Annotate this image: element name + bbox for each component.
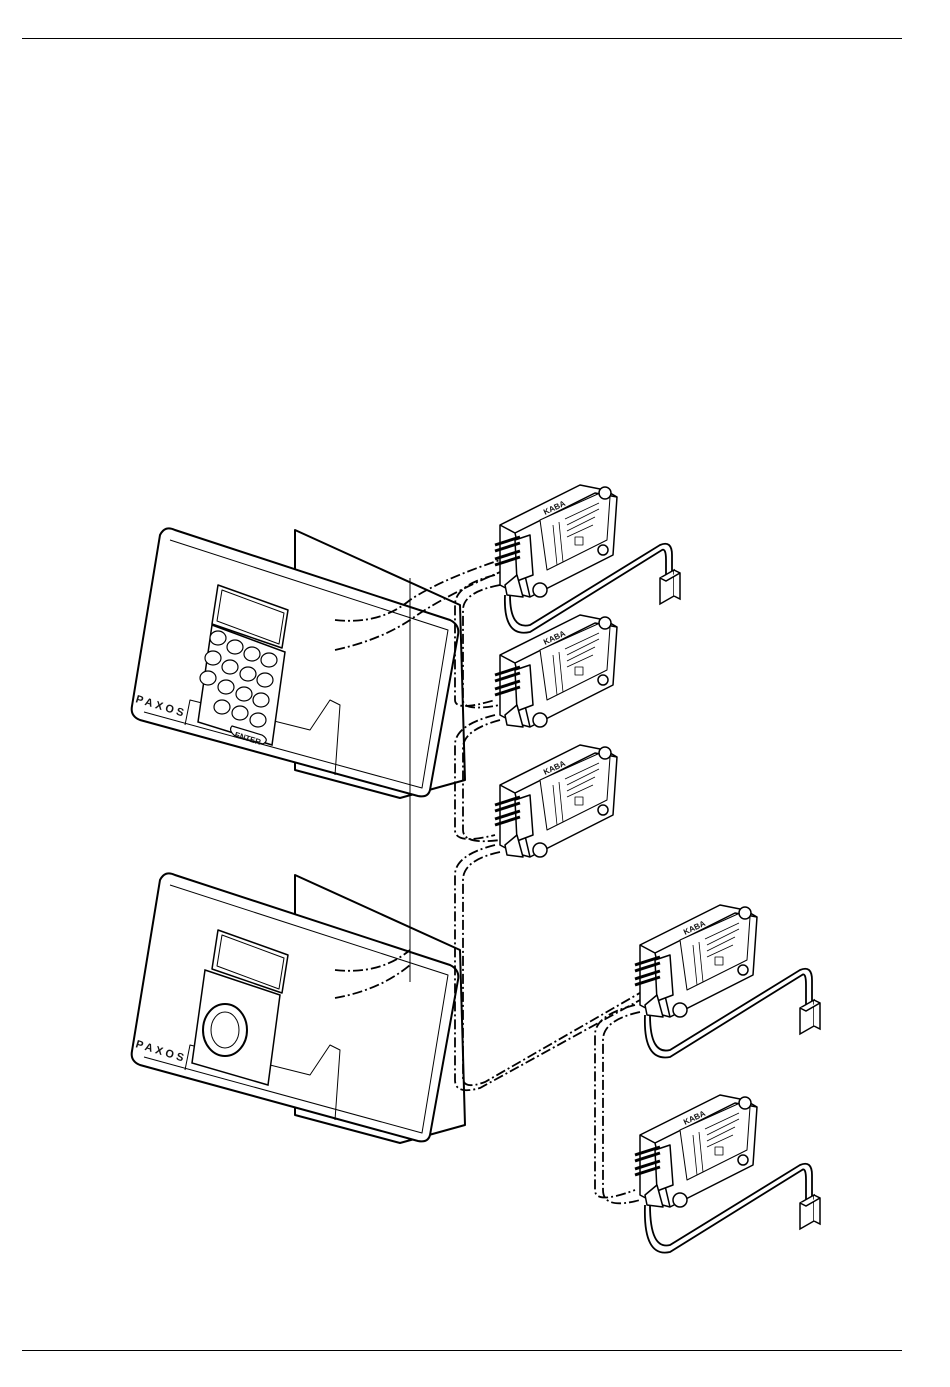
top-rule xyxy=(22,38,902,39)
cables xyxy=(334,559,646,1205)
rj-plug xyxy=(659,569,681,605)
lock-module: KABA xyxy=(493,743,619,859)
rj-plug xyxy=(799,999,821,1035)
lock-module: KABA xyxy=(493,613,619,729)
dial-input-unit: PAXOS xyxy=(130,872,466,1144)
rj-plug xyxy=(799,1194,821,1230)
lock-module: KABA xyxy=(633,1093,759,1209)
lock-module: KABA xyxy=(493,483,619,599)
keypad-input-unit: ENTER PAXOS xyxy=(130,527,466,799)
keypad xyxy=(197,623,286,746)
rotary-dial xyxy=(202,1003,248,1057)
bottom-rule xyxy=(22,1350,902,1351)
lock-module: KABA xyxy=(633,903,759,1019)
plug-leads xyxy=(504,542,813,1254)
